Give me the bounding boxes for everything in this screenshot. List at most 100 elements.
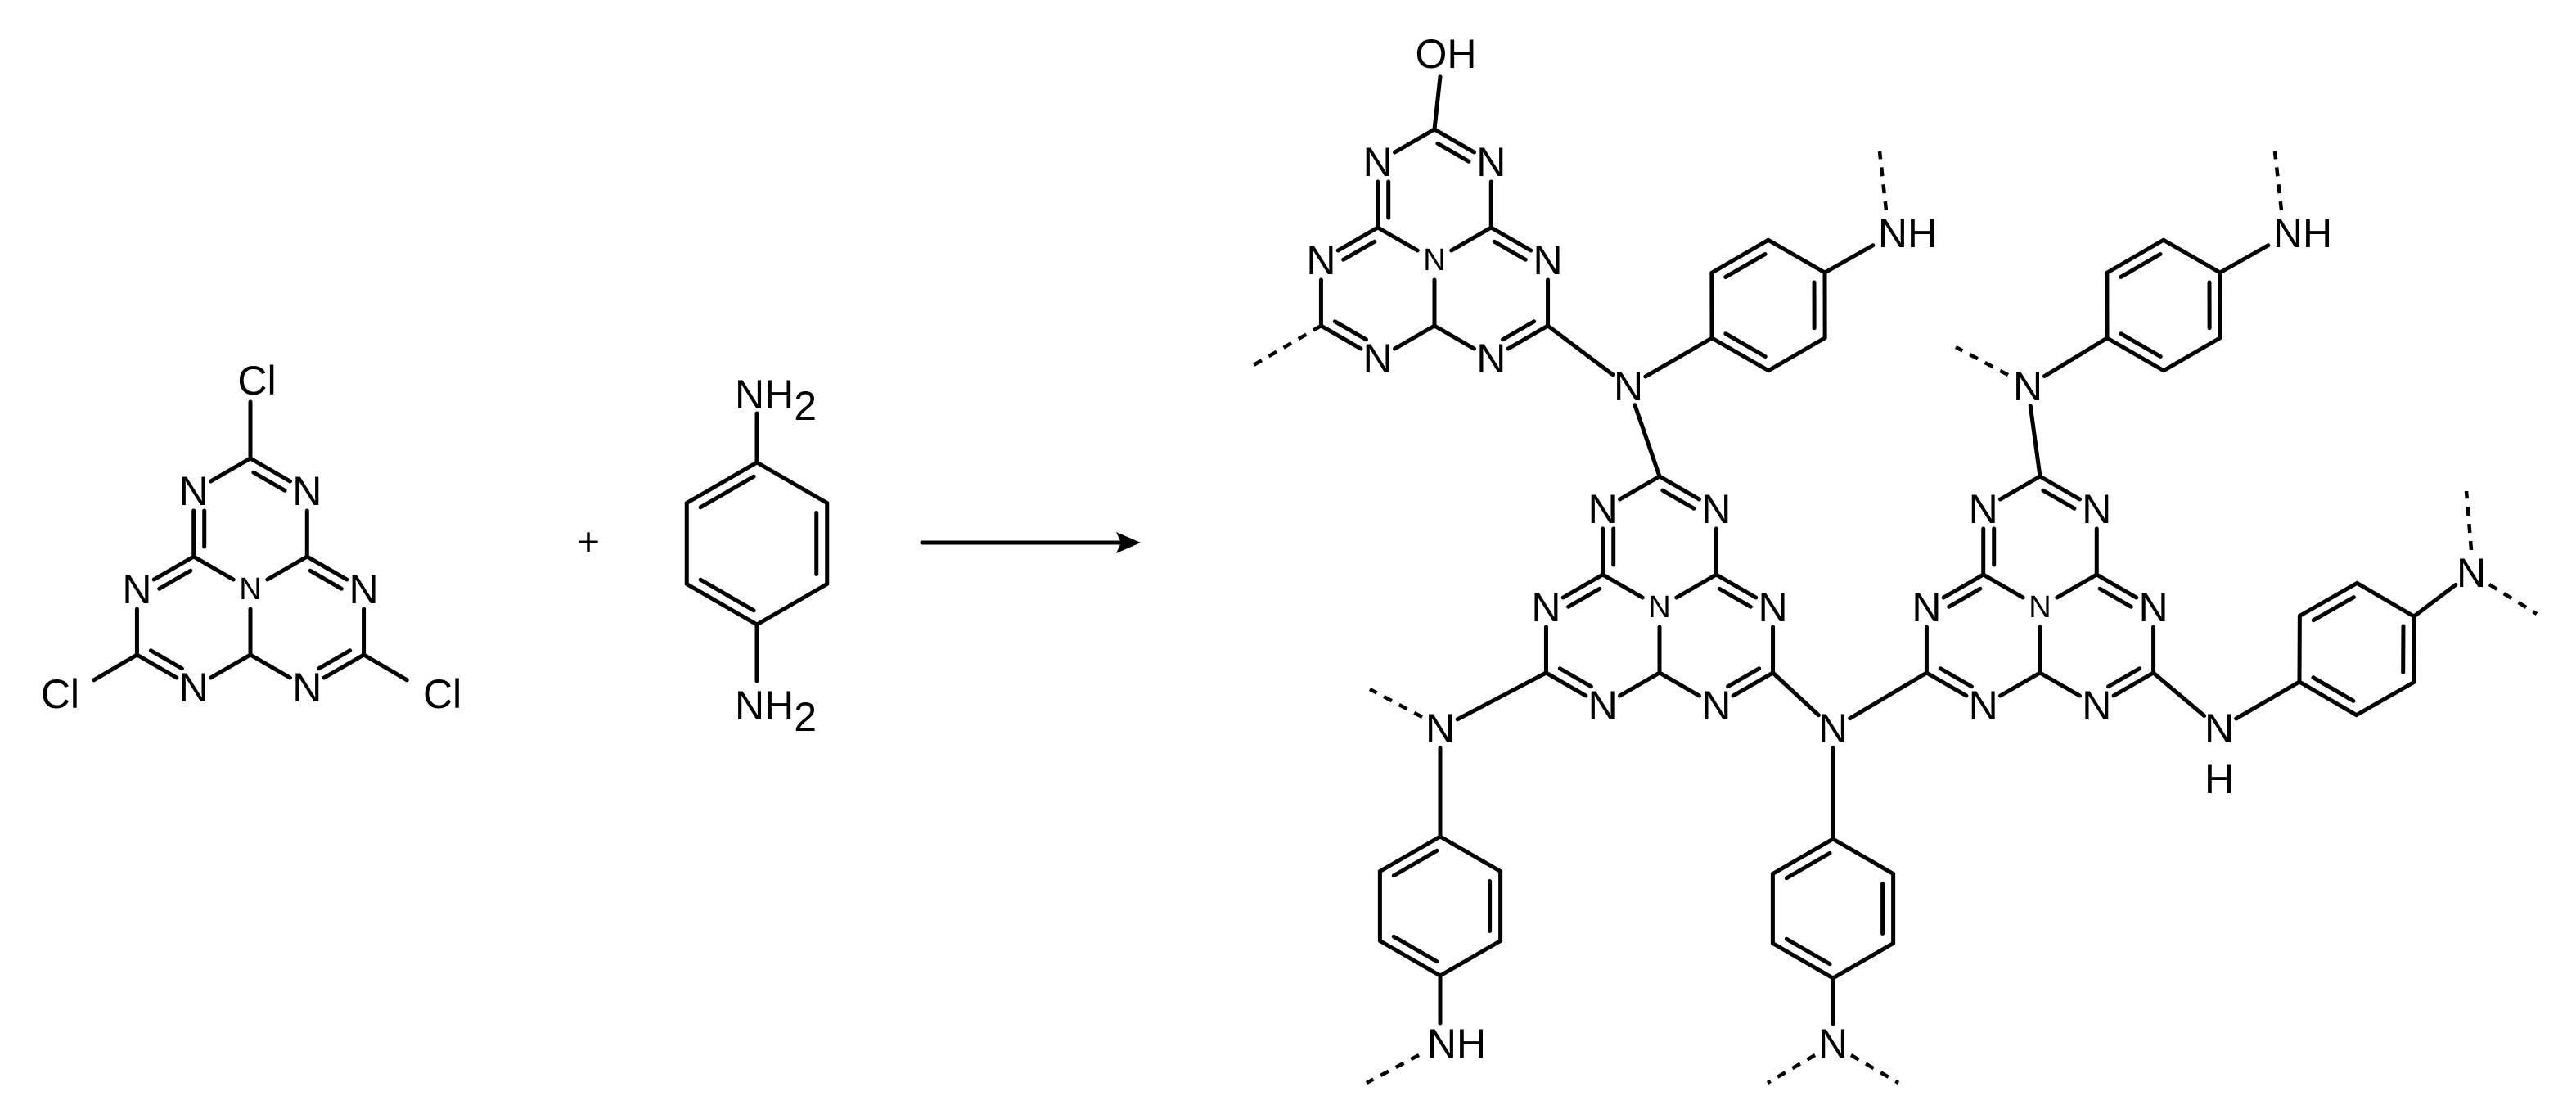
n-c-bond bbox=[1643, 336, 1714, 379]
dashed-bond bbox=[1766, 1053, 1817, 1085]
nh-label: NH bbox=[1427, 1021, 1486, 1067]
c-n-bond bbox=[1546, 323, 1615, 377]
dashed-bond bbox=[1365, 1053, 1421, 1085]
c-n-bond bbox=[1455, 670, 1548, 722]
benzene-bond-0 bbox=[754, 460, 830, 505]
heptazine-bond bbox=[1601, 572, 1645, 600]
double-bond-line bbox=[1492, 239, 1528, 262]
benzene-bond-B bbox=[1831, 941, 1896, 981]
heptazine-bond bbox=[2094, 572, 2139, 600]
heptazine-bond bbox=[322, 652, 367, 680]
double-bond-line bbox=[1784, 850, 1832, 881]
ring-nitrogen-1: N bbox=[349, 566, 379, 612]
plus-sign: + bbox=[577, 521, 600, 565]
double-bond-line bbox=[1723, 252, 1768, 279]
heptazine-bond bbox=[209, 456, 253, 484]
benzene-bond-0 bbox=[684, 460, 759, 505]
amine-nitrogen: N bbox=[2457, 550, 2486, 596]
heptazine-bond bbox=[1393, 127, 1437, 155]
ring-nitrogen-C: N bbox=[1969, 683, 1998, 728]
heptazine-bond bbox=[1432, 323, 1476, 351]
heptazine-bond bbox=[1506, 323, 1551, 351]
ring-nitrogen-B: N bbox=[1701, 683, 1731, 728]
heptazine-bond bbox=[191, 554, 236, 582]
benzene-bond-C bbox=[2105, 336, 2166, 373]
nh-label: NH bbox=[2273, 210, 2332, 256]
double-bond-line bbox=[1947, 586, 1983, 609]
heptazine-bond bbox=[1560, 572, 1605, 600]
heptazine-bond bbox=[1941, 572, 1986, 600]
benzene-bond-A bbox=[1709, 237, 1771, 275]
ring-nitrogen-B: N bbox=[1701, 486, 1731, 532]
double-bond-line bbox=[317, 648, 353, 671]
n-c-bond bbox=[2042, 336, 2110, 379]
ring-nitrogen-1: N bbox=[292, 665, 322, 710]
double-bond-line bbox=[2106, 666, 2142, 689]
amine-nitrogen: N bbox=[2204, 706, 2234, 751]
heptazine-bond bbox=[1731, 670, 1776, 698]
double-bond-line bbox=[2041, 488, 2077, 511]
ring-nitrogen-B: N bbox=[1648, 590, 1670, 625]
ring-nitrogen-C: N bbox=[2029, 590, 2051, 625]
hydrogen-label: H bbox=[2204, 756, 2234, 802]
amine-nitrogen: N bbox=[1425, 706, 1455, 751]
heptazine-bond bbox=[248, 456, 292, 484]
heptazine-bond bbox=[304, 554, 349, 582]
benzene-bond-0 bbox=[754, 582, 830, 627]
benzene-bond-B bbox=[1770, 837, 1835, 876]
double-bond-line bbox=[1938, 666, 1974, 689]
c-n-bond bbox=[1633, 403, 1662, 479]
ring-nitrogen-C: N bbox=[1969, 486, 1998, 532]
amine-nitrogen: N bbox=[1818, 1021, 1848, 1067]
heptazine-bond bbox=[1657, 670, 1701, 698]
double-bond-line bbox=[2311, 675, 2356, 703]
benzene-bond-A bbox=[1766, 336, 1827, 373]
hydroxyl-label: OH bbox=[1416, 31, 1477, 77]
heptazine-bond bbox=[1432, 127, 1476, 155]
heptazine-bond bbox=[248, 652, 292, 680]
heptazine-bond bbox=[1393, 323, 1437, 351]
heptazine-bond bbox=[1924, 670, 1969, 698]
ring-nitrogen-C: N bbox=[2082, 486, 2111, 532]
amine-nitrogen: N bbox=[1818, 706, 1848, 751]
ring-nitrogen-A: N bbox=[1363, 336, 1393, 381]
c-n-bond bbox=[2412, 582, 2458, 619]
chlorine-label: Cl bbox=[423, 671, 462, 717]
ring-nitrogen-A: N bbox=[1476, 336, 1506, 381]
bond-layer bbox=[92, 74, 2538, 1085]
ring-nitrogen-A: N bbox=[1363, 139, 1393, 185]
double-bond-line bbox=[157, 568, 193, 591]
benzene-bond-L bbox=[1438, 939, 1503, 978]
ring-nitrogen-B: N bbox=[1588, 683, 1618, 728]
dashed-bond bbox=[1368, 688, 1424, 719]
double-bond-line bbox=[1341, 239, 1377, 262]
c-n-bond bbox=[2218, 243, 2271, 275]
heptazine-bond bbox=[2055, 572, 2099, 600]
heptazine-bond bbox=[1449, 225, 1493, 253]
heptazine-bond bbox=[1674, 572, 1718, 600]
heptazine-bond bbox=[2111, 670, 2156, 698]
ring-nitrogen-A: N bbox=[1533, 237, 1563, 283]
ring-nitrogen-C: N bbox=[2082, 683, 2111, 728]
double-bond-line bbox=[698, 577, 756, 613]
double-bond-line bbox=[1726, 666, 1762, 689]
c-n-bond bbox=[1771, 670, 1821, 718]
double-bond-line bbox=[1391, 848, 1439, 878]
double-bond-line bbox=[1332, 319, 1368, 342]
double-bond-line bbox=[2119, 331, 2163, 359]
heptazine-bond bbox=[1618, 474, 1662, 502]
benzene-bond-B bbox=[1770, 941, 1835, 981]
c-cl-bond bbox=[92, 652, 139, 683]
heptazine-bond bbox=[1488, 225, 1533, 253]
heptazine-bond bbox=[1543, 670, 1588, 698]
c-n-bond bbox=[2151, 670, 2207, 719]
benzene-bond-A bbox=[1709, 336, 1771, 373]
ring-nitrogen-1: N bbox=[292, 468, 322, 514]
double-bond-line bbox=[1501, 319, 1537, 342]
ring-nitrogen-B: N bbox=[1759, 584, 1788, 630]
double-bond-line bbox=[1391, 934, 1439, 964]
ring-nitrogen-1: N bbox=[179, 665, 209, 710]
heptazine-bond bbox=[1318, 323, 1363, 351]
ring-nitrogen-C: N bbox=[1912, 584, 1941, 630]
